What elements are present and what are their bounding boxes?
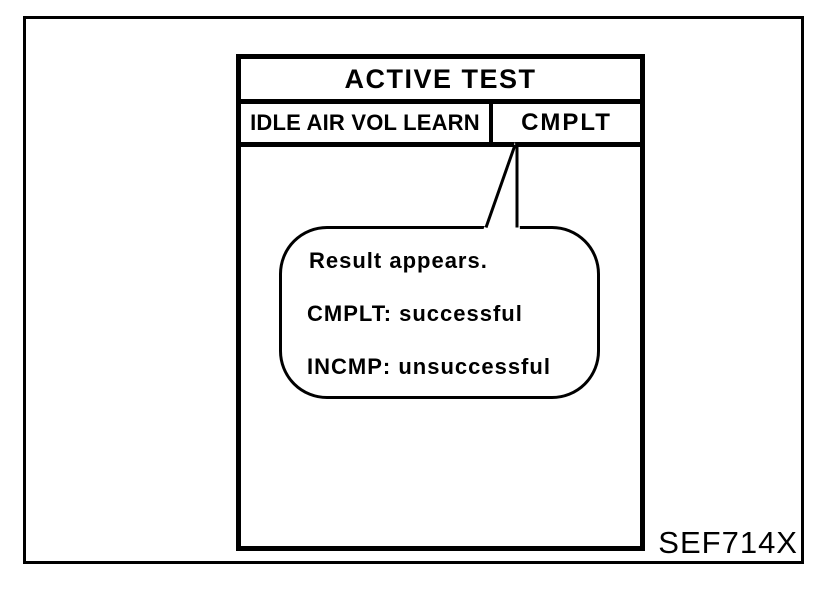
callout-bubble: Result appears. CMPLT: successful INCMP:… [279, 226, 600, 399]
screen-title-row: ACTIVE TEST [241, 59, 640, 104]
test-result-cell: CMPLT [489, 104, 640, 142]
figure-frame: ACTIVE TEST IDLE AIR VOL LEARN CMPLT Res… [23, 16, 804, 564]
callout-line-2: CMPLT: successful [307, 301, 523, 326]
screen-header-row: IDLE AIR VOL LEARN CMPLT [241, 104, 640, 147]
test-name-cell: IDLE AIR VOL LEARN [241, 104, 489, 142]
figure-code: SEF714X [658, 525, 798, 560]
callout-line-3: INCMP: unsuccessful [307, 354, 551, 379]
test-name-label: IDLE AIR VOL LEARN [250, 110, 480, 135]
callout-line-1: Result appears. [309, 248, 488, 273]
screen-title: ACTIVE TEST [344, 63, 537, 94]
test-result-label: CMPLT [521, 109, 612, 136]
